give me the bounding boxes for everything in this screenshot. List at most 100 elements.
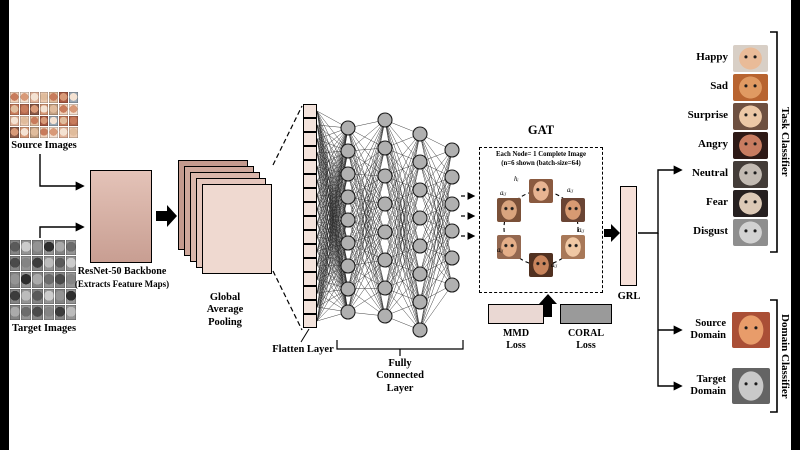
flatten-unit [303, 132, 317, 146]
grl-to-target-domain-branch [657, 233, 683, 391]
gat-annotation: aᵢⱼ [500, 189, 506, 197]
coral-loss-label: CORAL Loss [567, 328, 605, 351]
flatten-layer [303, 104, 317, 328]
face-thumbnail [32, 272, 43, 288]
domain-class-label: Source Domain [690, 318, 726, 342]
gat-annotation: aᵢⱼ [578, 226, 584, 234]
gat-node-face [529, 179, 553, 203]
face-thumbnail [43, 304, 54, 320]
flatten-unit [303, 244, 317, 258]
gat-box [479, 147, 603, 293]
face-thumbnail [43, 288, 54, 304]
face-thumbnail [43, 240, 54, 256]
task-class-face [733, 45, 768, 72]
flatten-unit [303, 216, 317, 230]
face-thumbnail [10, 272, 21, 288]
face-thumbnail [49, 103, 59, 115]
grl-block [620, 186, 637, 286]
task-class-label: Surprise [687, 109, 728, 121]
face-thumbnail [39, 92, 49, 103]
mmd-loss-label: MMD Loss [502, 328, 530, 351]
face-thumbnail [59, 103, 69, 115]
face-thumbnail [29, 92, 39, 103]
face-thumbnail [21, 272, 32, 288]
fc-label: Fully Connected Layer [376, 358, 424, 394]
fc-to-gat-arrows [461, 192, 476, 240]
face-thumbnail [10, 256, 21, 272]
flatten-unit [303, 118, 317, 132]
grl-to-task-branch [638, 165, 683, 234]
grl-label: GRL [617, 291, 641, 302]
target-images-label: Target Images [11, 323, 77, 334]
domain-class-label: Target Domain [690, 374, 726, 398]
face-thumbnail [49, 92, 59, 103]
face-thumbnail [69, 127, 78, 138]
face-thumbnail [65, 288, 76, 304]
feature-map-layer [202, 184, 272, 274]
task-class-face [733, 74, 768, 101]
face-thumbnail [43, 256, 54, 272]
face-thumbnail [19, 103, 29, 115]
face-thumbnail [59, 92, 69, 103]
face-thumbnail [19, 127, 29, 138]
flatten-unit [303, 314, 317, 328]
fc-network [316, 110, 460, 338]
gat-node-face [561, 197, 586, 222]
face-thumbnail [65, 272, 76, 288]
flatten-unit [303, 202, 317, 216]
task-class-label: Disgust [693, 225, 728, 237]
face-thumbnail [65, 240, 76, 256]
face-thumbnail [65, 304, 76, 320]
face-thumbnail [54, 304, 65, 320]
face-thumbnail [39, 103, 49, 115]
face-thumbnail [10, 127, 19, 138]
face-thumbnail [59, 115, 69, 127]
face-thumbnail [59, 127, 69, 138]
resnet-to-stack-arrow [156, 205, 177, 227]
face-thumbnail [54, 256, 65, 272]
task-classifier-bracket [770, 31, 778, 253]
task-class-label: Happy [696, 51, 728, 63]
task-class-face [733, 161, 768, 188]
expand-line-bottom [272, 270, 303, 331]
face-thumbnail [29, 115, 39, 127]
face-thumbnail [19, 92, 29, 103]
expand-line-top [272, 105, 303, 166]
face-thumbnail [54, 272, 65, 288]
flatten-unit [303, 230, 317, 244]
face-thumbnail [32, 240, 43, 256]
face-thumbnail [21, 304, 32, 320]
flatten-label-tick [300, 328, 310, 343]
gat-subtitle-1: Each Node= 1 Complete Image [496, 151, 586, 158]
gat-annotation: aᵢⱼ [567, 186, 573, 194]
face-thumbnail [19, 115, 29, 127]
task-class-label: Neutral [691, 167, 728, 179]
face-thumbnail [10, 240, 21, 256]
flatten-unit [303, 286, 317, 300]
mmd-loss-box [488, 304, 544, 324]
target-to-resnet-arrow [39, 222, 85, 238]
flatten-unit [303, 272, 317, 286]
flatten-unit [303, 188, 317, 202]
task-class-label: Sad [710, 80, 728, 92]
gat-annotation: aᵢⱼ [551, 261, 557, 269]
face-thumbnail [69, 115, 78, 127]
source-to-resnet-arrow [39, 154, 85, 191]
flatten-unit [303, 104, 317, 118]
task-class-face [733, 219, 768, 246]
face-thumbnail [69, 103, 78, 115]
domain-classifier-bracket [770, 299, 778, 413]
face-thumbnail [10, 103, 19, 115]
gat-node-face [496, 197, 521, 222]
letterbox-left [0, 0, 9, 450]
gat-to-grl-arrow [604, 224, 620, 242]
resnet-backbone-block [90, 170, 152, 263]
loss-to-gat-arrow [539, 294, 557, 317]
gat-annotation: aᵢⱼ [497, 246, 503, 254]
face-thumbnail [39, 115, 49, 127]
face-thumbnail [32, 304, 43, 320]
flatten-label: Flatten Layer [272, 344, 334, 355]
flatten-unit [303, 300, 317, 314]
